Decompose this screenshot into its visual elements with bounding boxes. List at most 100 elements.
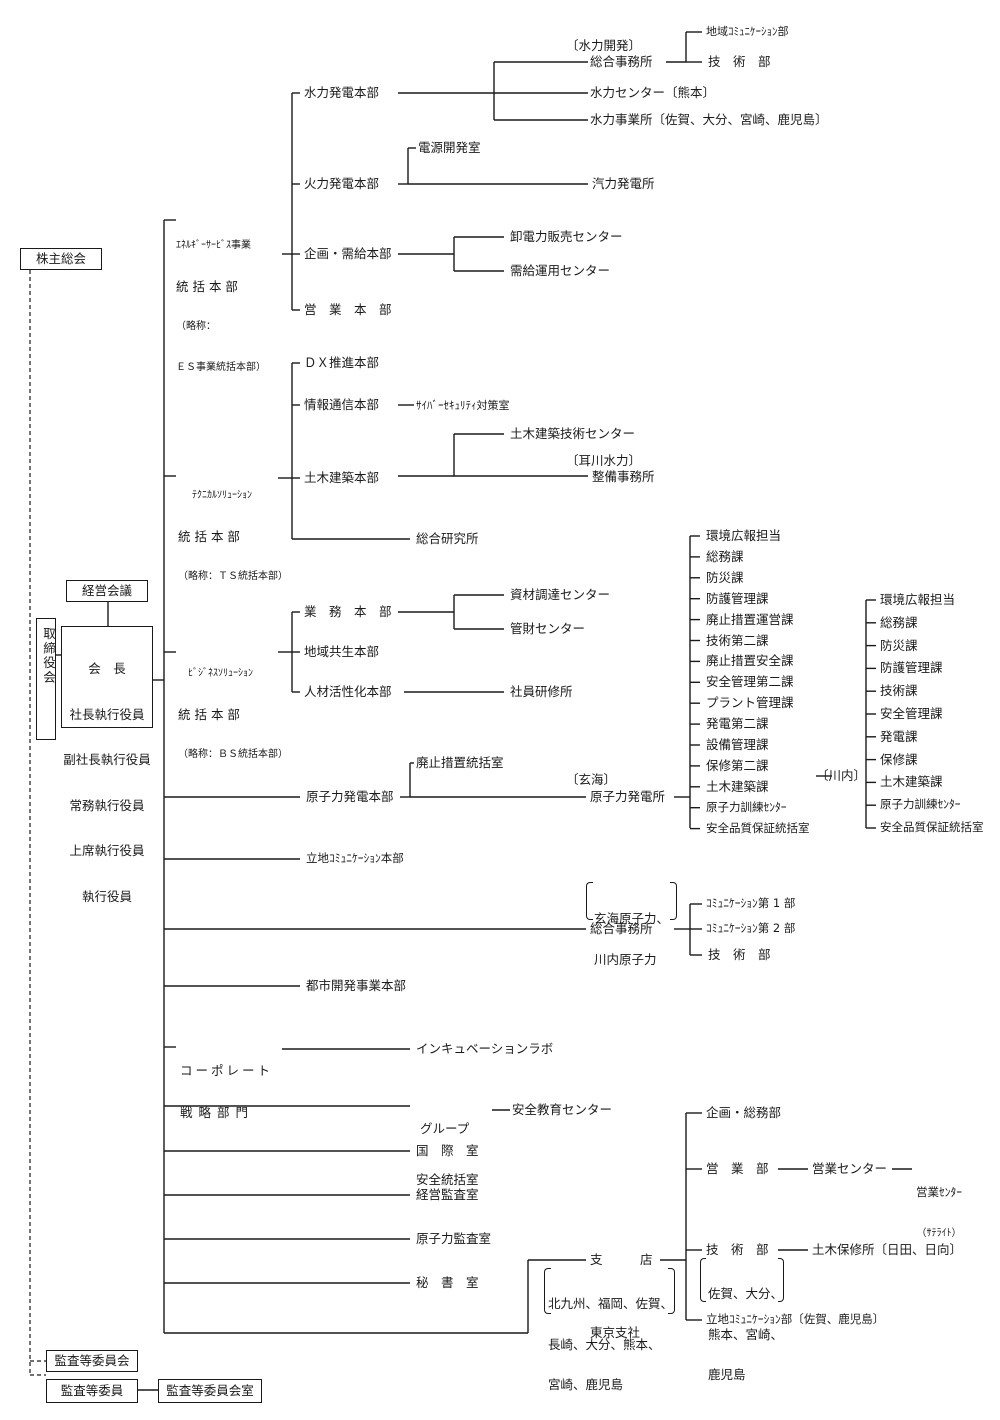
communication-dept-1: ｺﾐｭﾆｹｰｼｮﾝ第 1 部	[706, 896, 796, 910]
bs-head-line1: ﾋﾞｼﾞﾈｽｿﾘｭｰｼｮﾝ	[188, 668, 253, 679]
branch-siting-dept: 立地ｺﾐｭﾆｹｰｼｮﾝ部〔佐賀、鹿児島〕	[706, 1312, 885, 1326]
planning-supply-hq: 企画・需給本部	[304, 246, 392, 261]
sendai-unit: 発電課	[880, 728, 918, 744]
siting-tech-dept: 技 術 部	[708, 947, 771, 962]
civil-hq: 土木建築本部	[304, 470, 380, 485]
ts-head-line1: ﾃｸﾆｶﾙｿﾘｭｰｼｮﾝ	[192, 490, 252, 501]
maintenance-office: 整備事務所	[592, 469, 655, 484]
branch-office: 支 店	[590, 1252, 653, 1267]
genkai-unit: プラント管理課	[706, 695, 794, 711]
exec-managing: 常務執行役員	[69, 797, 145, 813]
hydro-tech-dept: 技 術 部	[708, 54, 771, 69]
es-head: ｴﾈﾙｷﾞｰｻｰﾋﾞｽ事業 統 括 本 部 （略称： ＥＳ事業統括本部）	[176, 212, 266, 401]
hydro-general-office: 総合事務所	[590, 54, 653, 69]
branch-locations: 北九州、福岡、佐賀、 長崎、大分、熊本、 宮崎、鹿児島	[548, 1270, 673, 1419]
es-head-line3: （略称：	[176, 321, 216, 332]
ts-head: ﾃｸﾆｶﾙｿﾘｭｰｼｮﾝ 統 括 本 部 （略称：ＴＳ統括本部）	[178, 462, 288, 611]
exec-chairman: 会 長	[88, 661, 126, 676]
tech-locations: 佐賀、大分、 熊本、宮崎、 鹿児島	[708, 1260, 783, 1409]
tech-locations-line2: 熊本、宮崎、	[708, 1326, 784, 1342]
genkai-unit: 環境広報担当	[706, 528, 782, 543]
sendai-unit: 土木建築課	[880, 774, 943, 790]
branch-locations-line1: 北九州、福岡、佐賀、	[548, 1296, 674, 1311]
business-hq: 業 務 本 部	[304, 604, 392, 619]
civil-maintenance-office: 土木保修所〔日田、日向〕	[812, 1242, 963, 1257]
genkai-unit: 安全品質保証統括室	[706, 820, 810, 835]
genkai-unit: 防護管理課	[706, 590, 769, 606]
sendai-unit: 安全品質保証統括室	[880, 820, 984, 834]
es-head-line1: ｴﾈﾙｷﾞｰｻｰﾋﾞｽ事業	[176, 240, 251, 251]
decommissioning-office: 廃止措置統括室	[416, 755, 504, 770]
sendai-unit: 防護管理課	[880, 660, 943, 676]
satellite-line1: 営業ｾﾝﾀｰ	[916, 1185, 962, 1199]
group-safety-line2: 安全統括室	[416, 1172, 479, 1187]
power-dev-office: 電源開発室	[418, 140, 481, 155]
community-hq: 地域共生本部	[304, 644, 380, 659]
branch-locations-line2: 長崎、大分、熊本、	[548, 1336, 661, 1352]
branch-tech-dept: 技 術 部	[706, 1242, 769, 1257]
corporate-line2: 戦略部門	[180, 1105, 255, 1120]
genkai-unit: 廃止措置運営課	[706, 611, 794, 627]
urban-development-hq: 都市開発事業本部	[306, 978, 407, 993]
genkai-unit: 技術第二課	[706, 632, 769, 648]
exec-vice-president: 副社長執行役員	[63, 752, 151, 767]
wholesale-center: 卸電力販売センター	[510, 229, 623, 244]
audit-member-box: 監査等委員	[46, 1379, 138, 1403]
communication-dept-2: ｺﾐｭﾆｹｰｼｮﾝ第 2 部	[706, 921, 796, 935]
bs-head-line3: （略称：ＢＳ統括本部）	[178, 749, 288, 760]
sendai-note: 〔川内〕	[816, 768, 867, 783]
siting-general-office: 総合事務所	[590, 921, 653, 936]
sendai-unit: 保修課	[880, 751, 918, 767]
branch-sales-dept: 営 業 部	[706, 1161, 769, 1176]
thermal-hq: 火力発電本部	[304, 176, 380, 191]
tech-locations-line3: 鹿児島	[708, 1367, 746, 1382]
siting-note-line1: 玄海原子力、	[594, 911, 670, 926]
exec-president: 社長執行役員	[69, 706, 145, 722]
genkai-note: 〔玄海〕	[566, 772, 617, 787]
group-safety-line1: グループ	[420, 1121, 470, 1136]
genkai-unit: 発電第二課	[706, 716, 769, 732]
branch-note-bracket-left	[544, 1268, 551, 1314]
genkai-unit: 総務課	[706, 548, 744, 564]
sendai-unit: 総務課	[880, 614, 918, 630]
exec-senior: 上席執行役員	[69, 843, 145, 858]
procurement-center: 資材調達センター	[510, 587, 611, 602]
mimikawa-note: 〔耳川水力〕	[566, 453, 642, 468]
civil-tech-center: 土木建築技術センター	[510, 426, 636, 441]
corporate-line1: コーポレート	[180, 1063, 274, 1078]
training-institute: 社員研修所	[510, 684, 573, 699]
genkai-unit: 保修第二課	[706, 757, 769, 773]
siting-note-bracket-right	[670, 882, 677, 920]
es-head-line4: ＥＳ事業統括本部）	[176, 361, 266, 373]
research-lab: 総合研究所	[416, 531, 479, 546]
supply-ops-center: 需給運用センター	[510, 263, 611, 278]
genkai-unit: 設備管理課	[706, 737, 769, 752]
tech-locations-line1: 佐賀、大分、	[708, 1286, 784, 1301]
executives-box: 会 長 社長執行役員 副社長執行役員 常務執行役員 上席執行役員 執行役員	[61, 626, 153, 904]
hydro-center: 水力センター〔熊本〕	[590, 85, 716, 100]
group-safety-office: グループ 安全統括室	[416, 1086, 479, 1222]
shareholders-meeting-box: 株主総会	[20, 248, 102, 270]
board-label: 取締役会	[41, 627, 56, 685]
hydro-community-dept: 地域ｺﾐｭﾆｹｰｼｮﾝ部	[706, 25, 789, 38]
safety-education-center: 安全教育センター	[512, 1102, 613, 1117]
sales-center-satellite: 営業ｾﾝﾀｰ （ｻﾃﾗｲﾄ）	[916, 1157, 962, 1269]
hydro-dev-note: 〔水力開発〕	[566, 38, 642, 53]
dx-hq: ＤＸ推進本部	[304, 355, 380, 370]
bs-head-line2: 統 括 本 部	[178, 706, 240, 722]
sendai-unit: 原子力訓練ｾﾝﾀｰ	[880, 797, 961, 812]
genkai-unit: 廃止措置安全課	[706, 653, 794, 669]
es-head-line2: 統 括 本 部	[176, 278, 238, 294]
satellite-line2: （ｻﾃﾗｲﾄ）	[916, 1228, 962, 1239]
branch-locations-line3: 宮崎、鹿児島	[548, 1377, 624, 1392]
genkai-unit: 原子力訓練ｾﾝﾀｰ	[706, 799, 787, 814]
management-council-box: 経営会議	[66, 580, 148, 602]
cyber-security-office: ｻｲﾊﾞｰｾｷｭﾘﾃｨ対策室	[416, 399, 510, 412]
nuclear-audit-office: 原子力監査室	[416, 1231, 492, 1246]
genkai-unit: 安全管理第二課	[706, 674, 794, 690]
ts-head-line3: （略称：ＴＳ統括本部）	[178, 571, 288, 582]
tech-note-bracket-right	[778, 1258, 784, 1302]
nuclear-hq: 原子力発電本部	[306, 789, 394, 804]
steam-power-plant: 汽力発電所	[592, 176, 655, 191]
